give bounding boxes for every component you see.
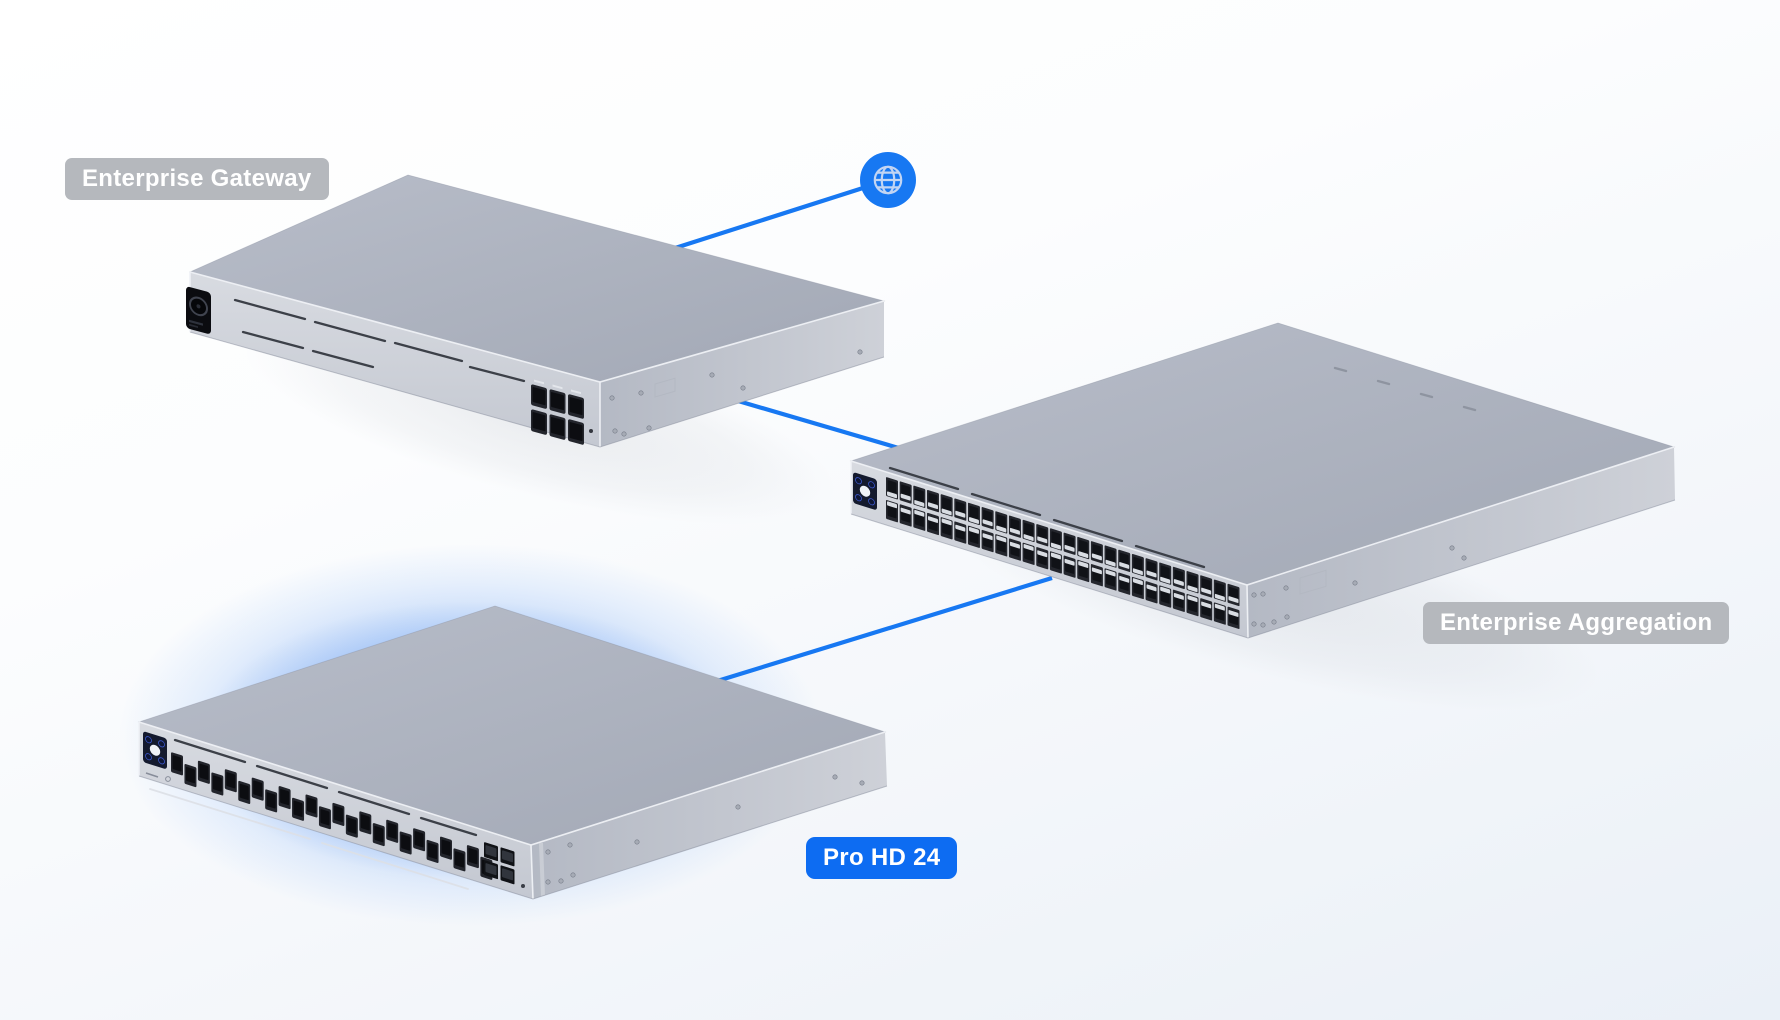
- prohd-sfp-ports-row2: [484, 860, 515, 885]
- aggregation-top-face: [851, 323, 1674, 585]
- prohd-led: [521, 884, 525, 888]
- gateway-led: [589, 429, 593, 433]
- device-enterprise-gateway[interactable]: [186, 174, 886, 448]
- device-pro-hd-24[interactable]: [137, 605, 888, 900]
- gateway-display: [186, 286, 211, 334]
- prohd-sfp-ports-row1: [484, 842, 515, 867]
- globe-glyph: [873, 165, 903, 195]
- connection-internet-gateway: [671, 177, 889, 252]
- gateway-rj45-ports-row2: [531, 409, 584, 445]
- prohd-display-markings: [145, 772, 171, 782]
- device-enterprise-aggregation[interactable]: [849, 322, 1676, 639]
- connection-gateway-aggregation: [727, 395, 903, 452]
- aggregation-vents: [888, 466, 1206, 569]
- prohd-front-strips: [149, 788, 469, 890]
- aggregation-side-face: [1247, 447, 1675, 638]
- prohd-top-face: [139, 606, 885, 845]
- gateway-screws: [609, 349, 863, 437]
- gateway-vents: [233, 298, 526, 383]
- aggregation-bottom-edge: [850, 499, 1676, 639]
- prohd-display: [143, 731, 167, 769]
- device-label-enterprise-gateway[interactable]: Enterprise Gateway: [65, 158, 329, 200]
- gateway-port-labels: [534, 379, 581, 395]
- connections: [671, 177, 1053, 685]
- aggregation-display: [853, 472, 877, 510]
- prohd-screws: [545, 774, 865, 885]
- aggregation-rear-tabs: [1333, 366, 1477, 412]
- device-label-enterprise-aggregation[interactable]: Enterprise Aggregation: [1423, 602, 1730, 644]
- aggregation-side-label: [1299, 569, 1327, 595]
- prohd-side-face: [531, 732, 887, 899]
- aggregation-sfp-row-top: [886, 477, 1240, 607]
- gateway-top-face: [190, 175, 884, 382]
- prohd-corner-strip: [539, 842, 545, 897]
- aggregation-sfp-row-bottom: [886, 500, 1240, 629]
- aggregation-corner-edges: [850, 461, 1249, 639]
- prohd-corner-edges: [138, 722, 534, 900]
- globe-icon[interactable]: [860, 152, 916, 208]
- prohd-vents: [173, 738, 478, 837]
- gateway-rj45-ports: [531, 384, 584, 419]
- device-label-pro-hd-24[interactable]: Pro HD 24: [806, 837, 958, 879]
- gateway-side-face: [600, 301, 884, 447]
- prohd-bottom-edge: [138, 775, 888, 900]
- aggregation-screws: [1251, 545, 1467, 628]
- gateway-bottom-edge: [189, 331, 885, 448]
- connection-aggregation-prohd24: [713, 575, 1053, 685]
- gateway-side-label: [654, 377, 676, 398]
